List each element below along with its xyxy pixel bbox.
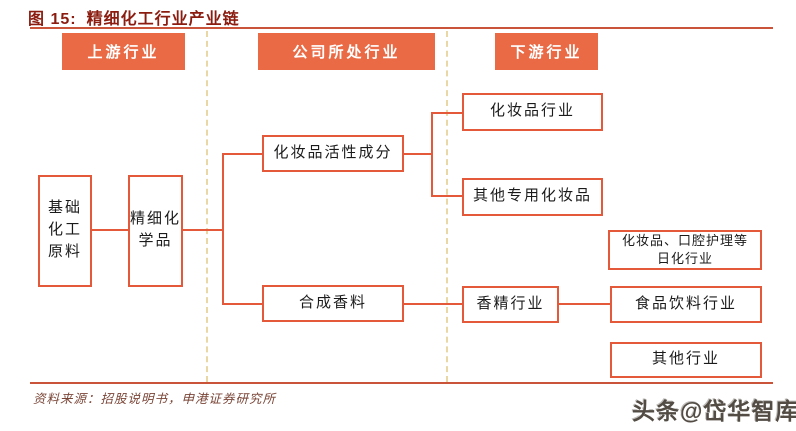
edge-flavor-to-food-beverage xyxy=(559,303,610,305)
split-bracket-downstream xyxy=(431,112,433,197)
edge-basic-to-fine xyxy=(92,229,128,231)
node-food-beverage-industry: 食品饮料行业 xyxy=(610,286,762,323)
split-bracket-company xyxy=(222,153,224,305)
figure-title: 图 15: 精细化工行业产业链 xyxy=(28,5,240,29)
bottom-rule xyxy=(30,382,773,384)
node-flavor-industry: 香精行业 xyxy=(462,286,559,323)
edge-fine-to-split xyxy=(183,229,224,231)
watermark: 头条@岱华智库 xyxy=(632,398,796,424)
column-header-upstream: 上游行业 xyxy=(62,33,185,70)
column-header-downstream: 下游行业 xyxy=(495,33,598,70)
figure-title-text: 精细化工行业产业链 xyxy=(86,11,240,28)
node-cosmetic-active-ingredients: 化妆品活性成分 xyxy=(262,135,404,172)
edge-split-to-cosmetic-active xyxy=(224,153,262,155)
source-note: 资料来源：招股说明书，申港证券研究所 xyxy=(33,392,277,406)
node-other-industry: 其他行业 xyxy=(610,342,762,378)
node-cosmetics-industry: 化妆品行业 xyxy=(462,93,603,131)
edge-cosmetic-active-to-split xyxy=(404,153,433,155)
edge-synthetic-to-flavor xyxy=(404,303,462,305)
edge-split-to-cosmetics-industry xyxy=(433,112,462,114)
edge-split-to-synthetic-fragrance xyxy=(224,303,262,305)
column-header-company: 公司所处行业 xyxy=(258,33,435,70)
node-basic-chemicals: 基础化工原料 xyxy=(38,175,92,287)
figure-number: 图 15: xyxy=(28,11,77,28)
node-other-special-cosmetics: 其他专用化妆品 xyxy=(462,178,603,216)
top-rule xyxy=(30,27,773,29)
node-fine-chemicals: 精细化学品 xyxy=(128,175,183,287)
column-separator-1 xyxy=(206,31,208,382)
column-separator-2 xyxy=(446,31,448,382)
node-synthetic-fragrance: 合成香料 xyxy=(262,285,404,322)
node-daily-chemical-industry: 化妆品、口腔护理等日化行业 xyxy=(608,230,762,270)
edge-split-to-other-special xyxy=(433,195,462,197)
